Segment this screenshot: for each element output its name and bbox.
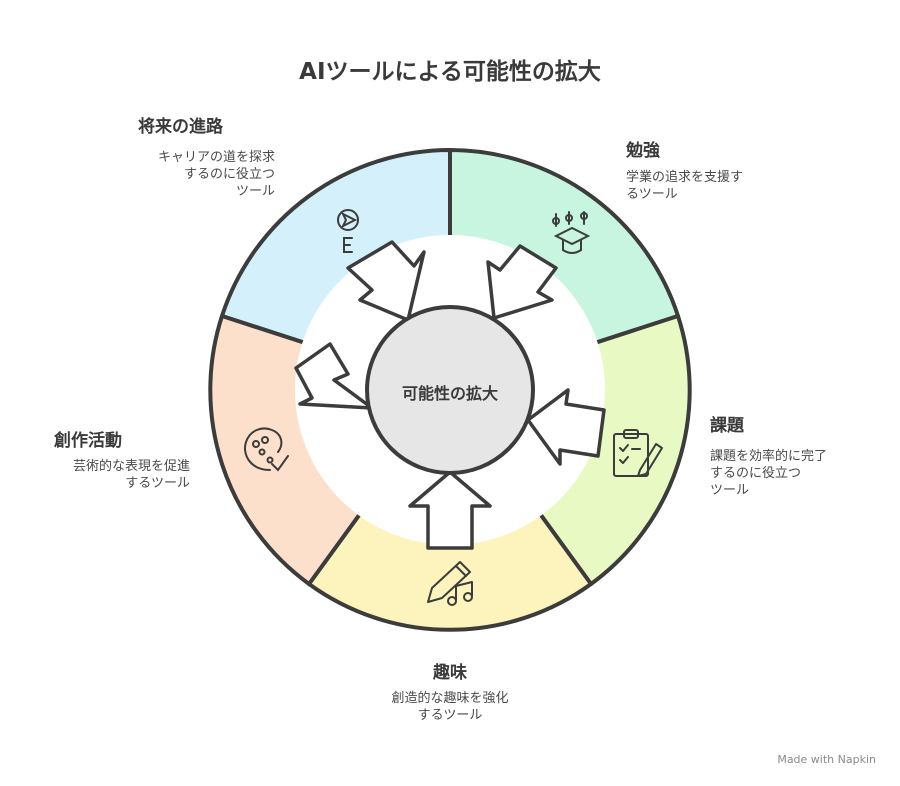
compass-icon — [337, 209, 359, 253]
center-circle — [365, 305, 535, 475]
napkin-footer[interactable]: Made with Napkin — [777, 753, 876, 766]
hobbies-label: 趣味 — [433, 663, 467, 683]
hobbies-desc: 創造的な趣味を強化 するツール — [391, 691, 509, 723]
arrow-career — [346, 240, 426, 322]
center-label: 可能性の拡大 — [401, 384, 498, 403]
career-desc: キャリアの道を探求 するのに役立つ ツール — [157, 150, 275, 199]
study-label: 勉強 — [626, 141, 660, 161]
arrow-assignments — [526, 388, 606, 466]
diagram-title: AIツールによる可能性の拡大 — [299, 59, 601, 85]
creative-label: 創作活動 — [54, 431, 122, 451]
clipboard-pencil-icon — [613, 429, 663, 477]
study-desc: 学業の追求を支援す るツール — [626, 170, 744, 202]
arrow-creative — [294, 342, 374, 410]
arrows — [294, 240, 606, 550]
arrow-study — [486, 244, 558, 320]
graduation-cap-icon — [552, 211, 591, 254]
assignments-label: 課題 — [710, 416, 744, 436]
palette-icon — [244, 427, 289, 472]
assignments-desc: 課題を効率的に完了 するのに役立つ ツール — [710, 449, 828, 498]
creative-desc: 芸術的な表現を促進 するツール — [72, 459, 190, 491]
pencil-music-icon — [427, 561, 473, 606]
arrow-hobbies — [408, 470, 492, 550]
career-label: 将来の進路 — [138, 117, 223, 137]
